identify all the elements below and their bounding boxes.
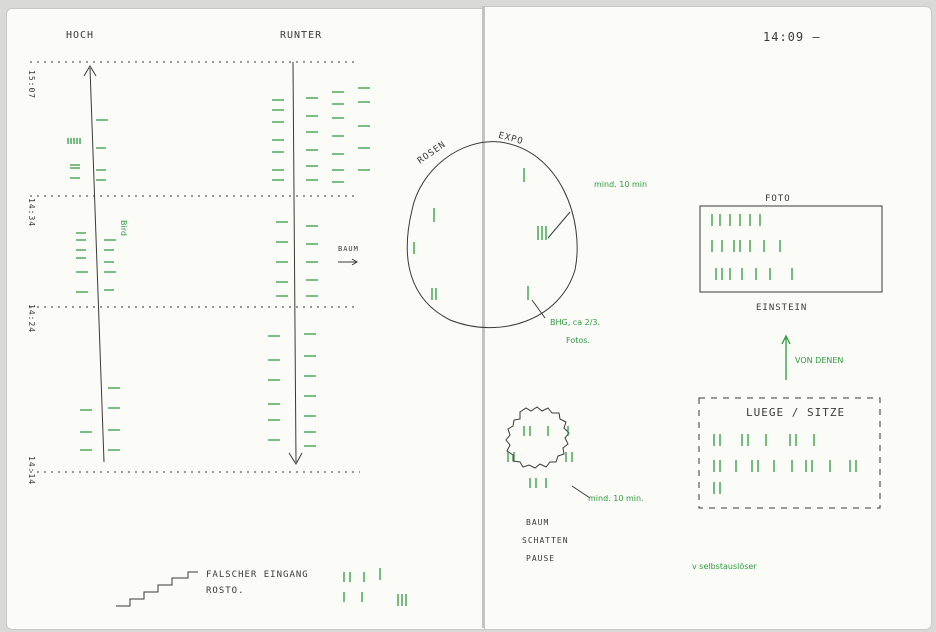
time-label: 15:07 xyxy=(27,70,36,99)
column-label-up: HOCH xyxy=(66,30,94,41)
tree-label: BAUM xyxy=(526,518,549,527)
note-bird: Bird xyxy=(119,220,128,236)
pause-label: PAUSE xyxy=(526,554,555,563)
of-those-note: VON DENEN xyxy=(795,356,843,365)
fotos-note: Fotos. xyxy=(566,336,590,345)
time-label: 14:24 xyxy=(27,304,36,333)
rosto-label: ROSTO. xyxy=(206,586,245,596)
tree-duration-note: mind. 10 min. xyxy=(588,494,644,503)
bhg-note: BHG, ca 2/3. xyxy=(550,318,600,327)
look-sit-label: LUEGE / SITZE xyxy=(746,406,845,419)
start-time: 14:09 — xyxy=(763,30,821,44)
self-timer-note: v selbstauslöser xyxy=(692,562,757,571)
photo-label: FOTO xyxy=(765,194,791,204)
time-label: 14:14 xyxy=(27,456,36,485)
shadow-label: SCHATTEN xyxy=(522,536,569,545)
note-tree: BAUM xyxy=(338,245,359,253)
min-duration-note: mind. 10 min xyxy=(594,180,647,189)
column-label-down: RUNTER xyxy=(280,30,322,41)
time-label: 14:34 xyxy=(27,198,36,227)
einstein-label: EINSTEIN xyxy=(756,303,807,313)
false-entry-label: FALSCHER EINGANG xyxy=(206,570,309,580)
